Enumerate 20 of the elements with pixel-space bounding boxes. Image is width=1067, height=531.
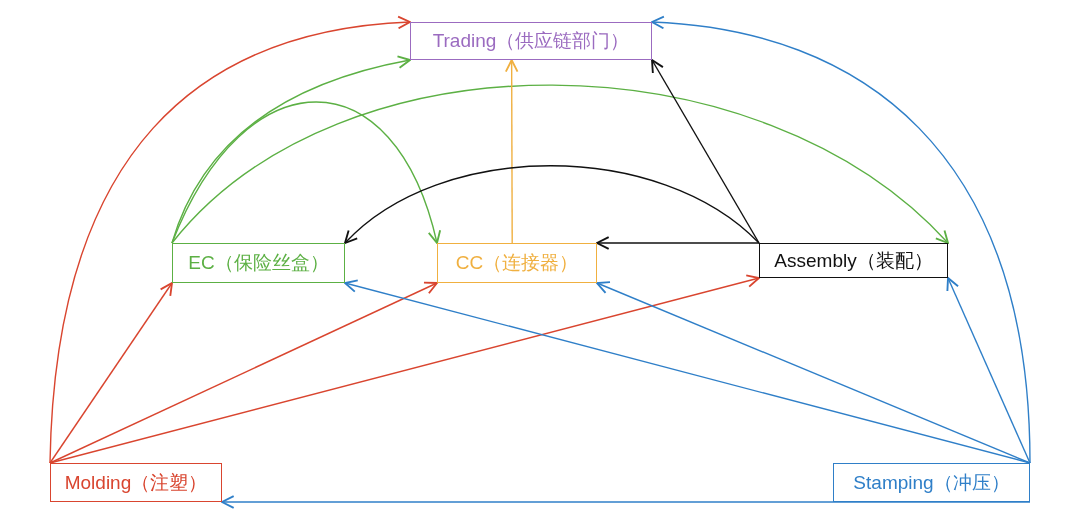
arrow bbox=[49, 282, 173, 464]
process-box: Assembly（装配） bbox=[759, 243, 948, 278]
process-box: Stamping（冲压） bbox=[833, 463, 1030, 502]
arrow bbox=[596, 236, 760, 250]
process-box: Molding（注塑） bbox=[50, 463, 222, 502]
arrow bbox=[651, 16, 1031, 464]
arrow bbox=[49, 281, 438, 464]
process-box: Trading（供应链部门） bbox=[410, 22, 652, 60]
arrow bbox=[221, 495, 1031, 509]
process-box: EC（保险丝盒） bbox=[172, 243, 345, 283]
arrow bbox=[171, 84, 949, 244]
arrow bbox=[651, 59, 760, 244]
arrow bbox=[49, 16, 411, 464]
process-box: CC（连接器） bbox=[437, 243, 597, 283]
arrow bbox=[596, 281, 1031, 464]
arrow bbox=[49, 274, 760, 464]
arrow bbox=[504, 59, 519, 244]
arrow bbox=[946, 277, 1031, 464]
arrow bbox=[344, 165, 760, 244]
arrow bbox=[171, 101, 441, 244]
